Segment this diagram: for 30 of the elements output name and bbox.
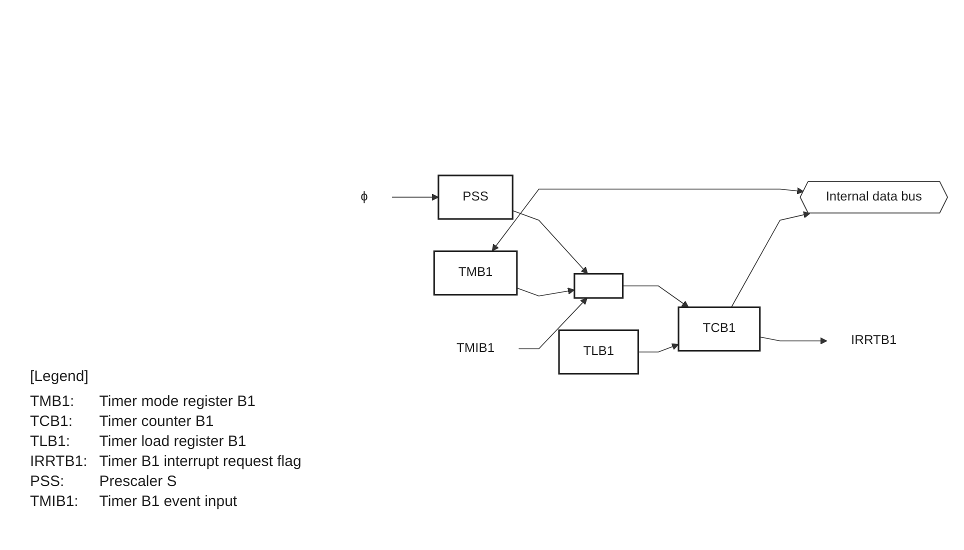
node-text: ϕ [360, 190, 368, 204]
arrow [518, 298, 588, 350]
definition: Timer B1 event input [99, 493, 238, 510]
definition: Timer load register B1 [99, 433, 248, 450]
arrow [759, 336, 828, 345]
legend-heading: [Legend] [30, 368, 90, 385]
node-box: TLB1 [558, 330, 640, 375]
node-box: TMB1 [433, 250, 518, 296]
arrow [492, 188, 804, 252]
definition: Prescaler S [99, 473, 178, 490]
node-text: TMIB1 [456, 342, 495, 356]
abbreviation: TMIB1: [30, 493, 80, 510]
arrow [638, 344, 679, 353]
definition: Timer B1 interrupt request flag [99, 453, 302, 470]
arrow [512, 210, 588, 274]
definition: Timer counter B1 [99, 413, 215, 430]
abbreviation: TMB1: [30, 393, 76, 410]
abbreviation: TLB1: [30, 433, 72, 450]
node-box [574, 273, 624, 300]
abbreviation: IRRTB1: [30, 453, 88, 470]
arrow [516, 288, 575, 297]
node-text: IRRTB1 [851, 334, 897, 348]
abbreviation: TCB1: [30, 413, 74, 430]
definition: Timer mode register B1 [99, 393, 256, 410]
arrow [730, 212, 810, 308]
abbreviation: PSS: [30, 473, 66, 490]
arrow [392, 194, 439, 202]
node-box: PSS [438, 175, 514, 220]
arrow [622, 286, 689, 308]
node-box: TCB1 [678, 306, 761, 352]
